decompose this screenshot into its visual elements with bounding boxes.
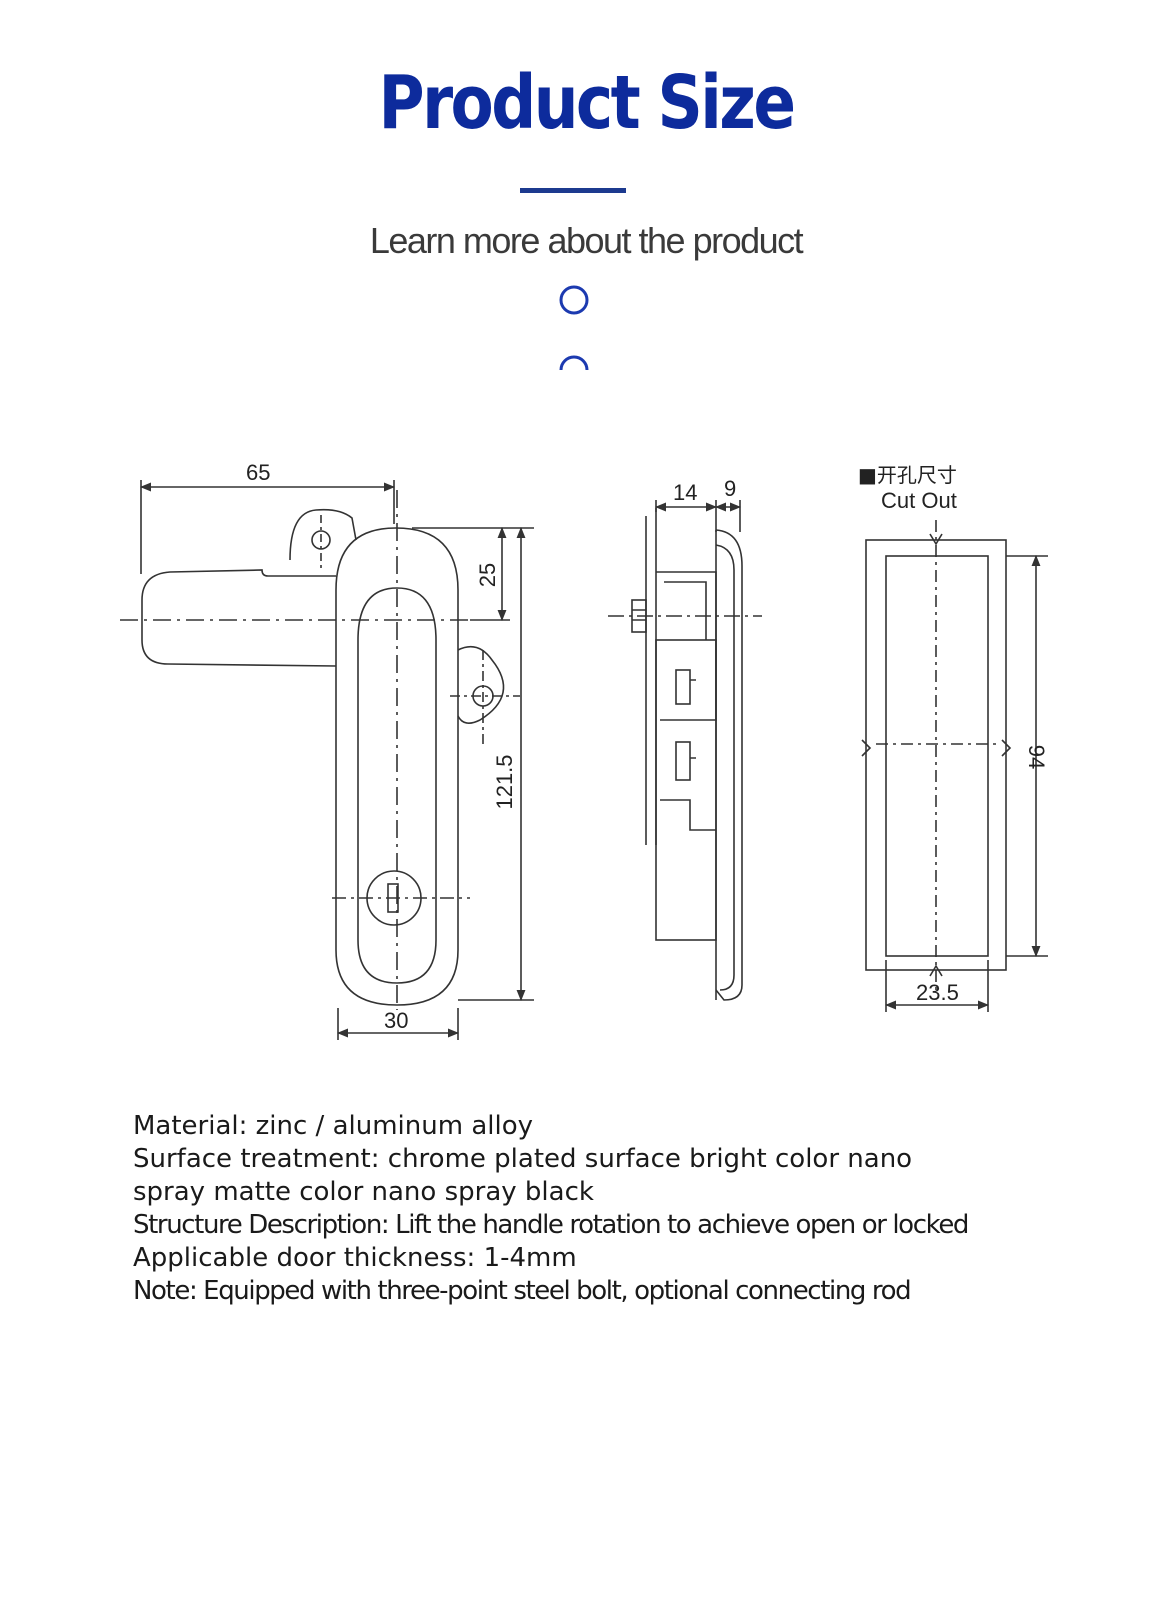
circle-icon bbox=[559, 285, 589, 315]
cutout-view bbox=[861, 520, 1048, 1012]
spec-list: Material: zinc / aluminum alloy Surface … bbox=[133, 1110, 969, 1308]
dim-depth-14: 14 bbox=[673, 480, 697, 505]
cutout-label-cn: ■开孔尺寸 bbox=[858, 463, 957, 487]
dim-height-121-5: 121.5 bbox=[492, 754, 517, 809]
spec-surface-treatment-cont: spray matte color nano spray black bbox=[133, 1177, 594, 1207]
cutout-label-en: Cut Out bbox=[881, 488, 957, 513]
page-subtitle: Learn more about the product bbox=[369, 220, 804, 261]
front-view bbox=[120, 480, 534, 1040]
side-view bbox=[608, 500, 762, 1001]
spec-surface-treatment: Surface treatment: chrome plated surface… bbox=[133, 1144, 913, 1174]
dim-body-width-30: 30 bbox=[384, 1008, 408, 1033]
dim-cutout-height-94: 94 bbox=[1024, 745, 1049, 769]
spec-structure: Structure Description: Lift the handle r… bbox=[133, 1210, 969, 1240]
title-underline bbox=[520, 188, 626, 193]
spec-material: Material: zinc / aluminum alloy bbox=[133, 1111, 533, 1141]
arc-icon bbox=[559, 355, 589, 371]
dim-cutout-width-23-5: 23.5 bbox=[916, 980, 959, 1005]
page-title: Product Size bbox=[378, 60, 796, 146]
dim-top-25: 25 bbox=[475, 563, 500, 587]
dim-depth-9: 9 bbox=[724, 476, 736, 501]
dim-width-65: 65 bbox=[246, 460, 270, 485]
spec-door-thickness: Applicable door thickness: 1-4mm bbox=[133, 1243, 577, 1273]
spec-note: Note: Equipped with three-point steel bo… bbox=[133, 1276, 912, 1306]
